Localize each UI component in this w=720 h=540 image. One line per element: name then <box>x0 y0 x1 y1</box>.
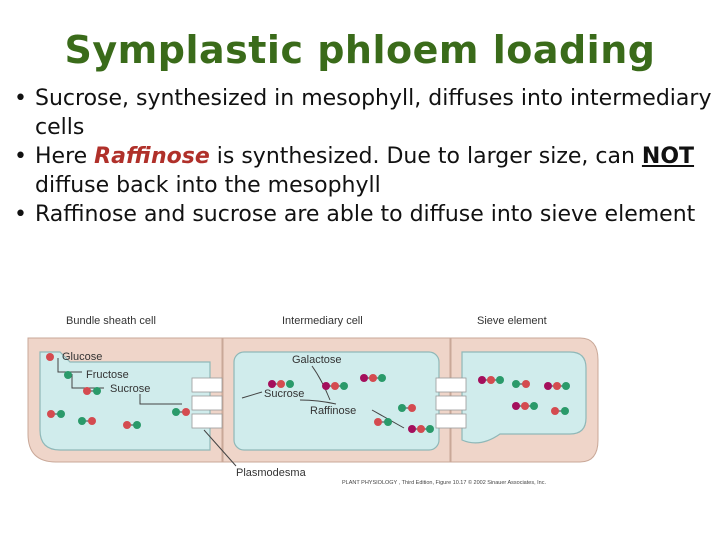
plasmodesmata-right <box>436 378 466 428</box>
phloem-loading-diagram: Bundle sheath cell Intermediary cell Sie… <box>0 300 720 500</box>
bullet-text: diffuse back into the mesophyll <box>35 173 381 198</box>
raffinose-icon <box>478 376 504 384</box>
plasmodesmata-left <box>192 378 222 428</box>
raffinose-label: Raffinose <box>310 405 356 417</box>
bullet-item: Sucrose, synthesized in mesophyll, diffu… <box>8 84 720 142</box>
raffinose-icon <box>360 374 386 382</box>
bullet-text: is synthesized. Due to larger size, can <box>210 144 642 169</box>
sucrose-left-label: Sucrose <box>110 383 150 395</box>
sucrose-mid-label: Sucrose <box>264 388 304 400</box>
sieve-cytoplasm <box>462 352 586 443</box>
plasmodesma-label: Plasmodesma <box>236 467 307 479</box>
raffinose-icon <box>408 425 434 433</box>
bullet-list: Sucrose, synthesized in mesophyll, diffu… <box>8 84 720 229</box>
figure-caption: PLANT PHYSIOLOGY , Third Edition, Figure… <box>342 479 546 486</box>
raffinose-icon <box>512 402 538 410</box>
bullet-text: Raffinose and sucrose are able to diffus… <box>35 202 695 227</box>
raffinose-highlight: Raffinose <box>94 144 210 169</box>
galactose-label: Galactose <box>292 354 342 366</box>
intermediary-cytoplasm <box>234 352 439 450</box>
fructose-icon <box>64 371 72 379</box>
glucose-label: Glucose <box>62 351 102 363</box>
bullet-text: Here <box>35 144 94 169</box>
slide-title: Symplastic phloem loading <box>0 28 720 72</box>
bullet-item: Raffinose and sucrose are able to diffus… <box>8 200 720 229</box>
bundle-sheath-label: Bundle sheath cell <box>66 315 156 327</box>
sieve-label: Sieve element <box>477 315 547 327</box>
intermediary-label: Intermediary cell <box>282 315 363 327</box>
glucose-icon <box>46 353 54 361</box>
bundle-sheath-cytoplasm <box>40 352 210 450</box>
not-emphasis: NOT <box>642 144 694 169</box>
bullet-item: Here Raffinose is synthesized. Due to la… <box>8 142 720 200</box>
fructose-label: Fructose <box>86 369 129 381</box>
raffinose-icon <box>544 382 570 390</box>
galactose-icon <box>268 380 294 388</box>
bullet-text: Sucrose, synthesized in mesophyll, diffu… <box>35 86 711 140</box>
raffinose-icon <box>322 382 348 390</box>
